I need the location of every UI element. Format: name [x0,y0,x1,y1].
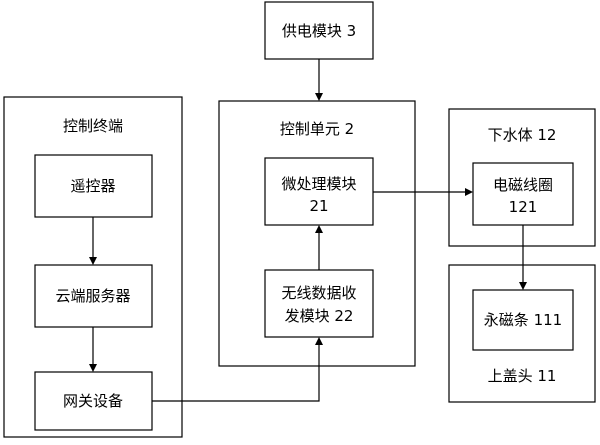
gateway-device-node: 网关设备 [34,371,153,431]
power-module-node: 供电模块 3 [264,1,374,60]
arrowhead [315,93,323,101]
remote-controller-label: 遥控器 [70,177,115,195]
microprocessor-module-node: 微处理模块 21 [264,157,374,226]
edge-coil-to-magnet [519,225,527,290]
arrowhead [89,364,97,372]
wireless-transceiver-module-box [264,269,374,338]
remote-controller-node: 遥控器 [34,154,153,218]
microprocessor-module-label-line1: 微处理模块 [281,175,356,193]
wireless-transceiver-module-node: 无线数据收 发模块 22 [264,269,374,338]
power-module-label: 供电模块 3 [282,22,356,40]
arrowhead [519,282,527,290]
arrowhead [315,337,323,345]
wireless-transceiver-module-label-line1: 无线数据收 [281,284,356,302]
arrowhead [89,257,97,265]
electromagnetic-coil-node: 电磁线圈 121 [472,162,574,226]
electromagnetic-coil-label-line1: 电磁线圈 [493,176,553,194]
permanent-magnet-strip-label: 永磁条 111 [484,311,562,329]
control-unit-label: 控制单元 2 [280,120,354,138]
permanent-magnet-strip-node: 永磁条 111 [472,289,574,351]
electromagnetic-coil-box [472,162,574,226]
power-module-box [264,1,374,60]
electromagnetic-coil-label-line2: 121 [509,198,538,216]
microprocessor-module-label-line2: 21 [309,197,328,215]
edge-gateway-to-wireless [152,337,323,402]
edge-cloud-to-gateway [89,327,97,372]
cloud-server-label: 云端服务器 [55,287,130,305]
gateway-device-label: 网关设备 [63,392,123,410]
arrowhead [465,188,473,196]
edge-wireless-to-microprocessor [315,225,323,270]
upper-cover-head-label: 上盖头 11 [488,367,557,385]
control-terminal-label: 控制终端 [63,117,123,135]
edge-microprocessor-to-coil [373,188,473,196]
cloud-server-box [34,264,153,328]
permanent-magnet-strip-box [472,289,574,351]
lower-body-label: 下水体 12 [488,126,557,144]
cloud-server-node: 云端服务器 [34,264,153,328]
wireless-transceiver-module-label-line2: 发模块 22 [285,307,354,325]
arrowhead [315,225,323,233]
edge-remote-to-cloud [89,217,97,265]
edge-power-to-control-unit [315,59,323,101]
